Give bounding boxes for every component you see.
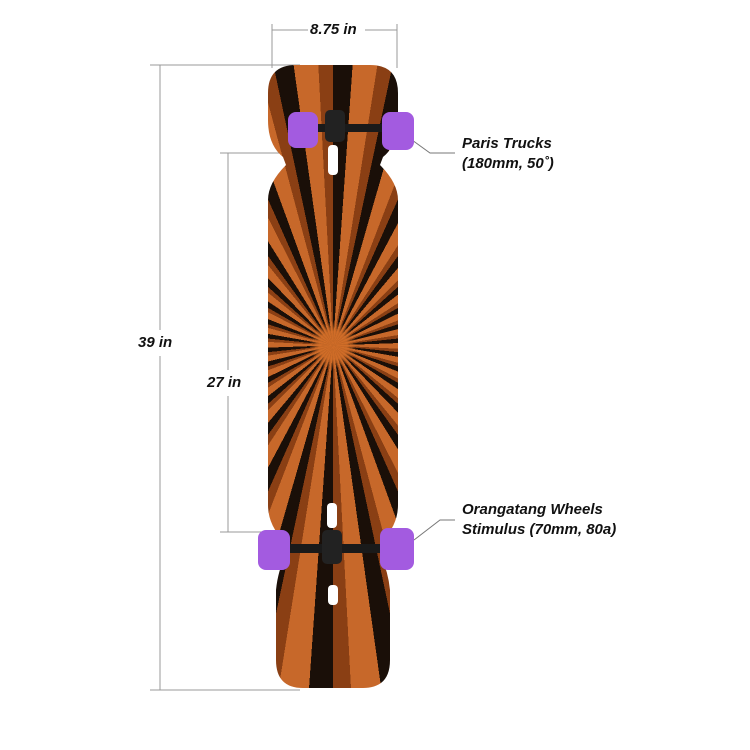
length-label: 39 in (138, 334, 173, 351)
wheel (288, 112, 318, 148)
wheels-callout: Orangatang Wheels Stimulus (70mm, 80a) (462, 500, 616, 540)
trucks-name: Paris Trucks (462, 135, 552, 152)
rear-truck (258, 503, 414, 605)
front-truck (288, 110, 414, 175)
width-label: 8.75 in (310, 21, 357, 38)
wheels-spec: Stimulus (70mm, 80a) (462, 521, 617, 538)
trucks-callout: Paris Trucks (180mm, 50˚) (462, 134, 554, 174)
wheel (380, 528, 414, 570)
wheel (382, 112, 414, 150)
wheel (258, 530, 290, 570)
wheelbase-label: 27 in (207, 374, 242, 391)
wheels-name: Orangatang Wheels (462, 501, 603, 518)
trucks-spec: (180mm, 50˚) (462, 155, 554, 172)
